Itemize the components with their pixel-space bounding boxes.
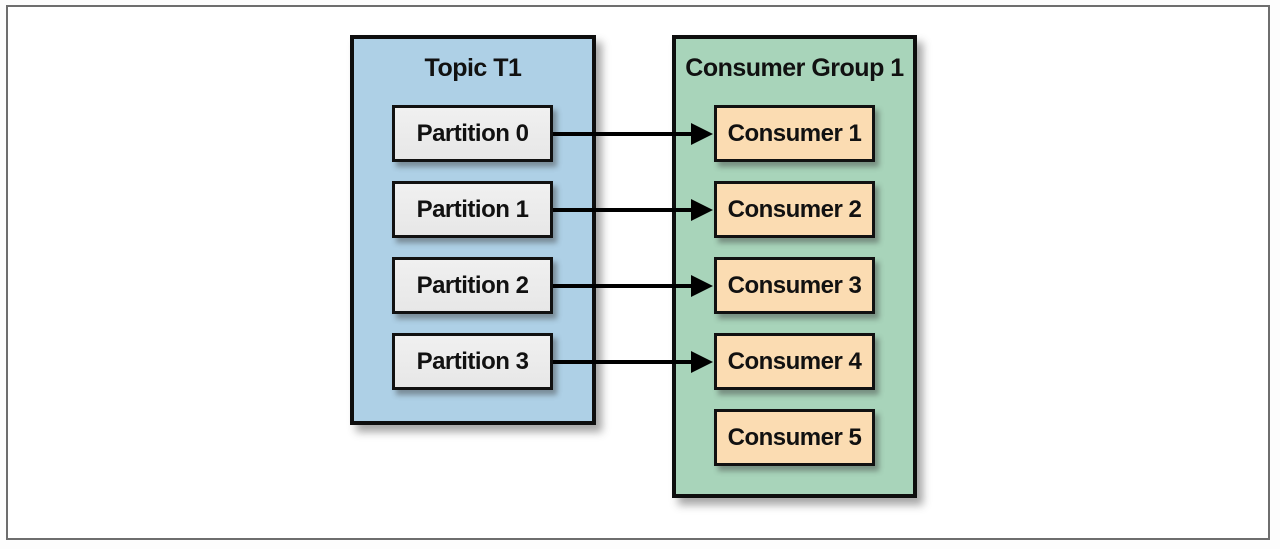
arrowhead-icon: [691, 275, 713, 297]
arrowhead-icon: [691, 199, 713, 221]
arrow-line: [553, 132, 691, 136]
partition-3-box: Partition 3: [392, 333, 553, 390]
arrow-line: [553, 360, 691, 364]
arrow-line: [553, 208, 691, 212]
consumer-group-title: Consumer Group 1: [685, 54, 904, 82]
consumer-3-box: Consumer 3: [714, 257, 875, 314]
arrow-partition3-to-consumer4: [553, 351, 713, 373]
consumer-5-box: Consumer 5: [714, 409, 875, 466]
arrowhead-icon: [691, 123, 713, 145]
arrow-partition2-to-consumer3: [553, 275, 713, 297]
consumer-4-box: Consumer 4: [714, 333, 875, 390]
consumer-2-box: Consumer 2: [714, 181, 875, 238]
partition-2-box: Partition 2: [392, 257, 553, 314]
partition-1-box: Partition 1: [392, 181, 553, 238]
arrow-line: [553, 284, 691, 288]
topic-box: Topic T1 Partition 0 Partition 1 Partiti…: [350, 35, 596, 425]
consumer-group-box: Consumer Group 1 Consumer 1 Consumer 2 C…: [672, 35, 917, 498]
arrowhead-icon: [691, 351, 713, 373]
partition-0-box: Partition 0: [392, 105, 553, 162]
arrow-partition0-to-consumer1: [553, 123, 713, 145]
consumer-1-box: Consumer 1: [714, 105, 875, 162]
arrow-partition1-to-consumer2: [553, 199, 713, 221]
topic-title: Topic T1: [424, 54, 522, 82]
outer-frame: [6, 5, 1270, 540]
